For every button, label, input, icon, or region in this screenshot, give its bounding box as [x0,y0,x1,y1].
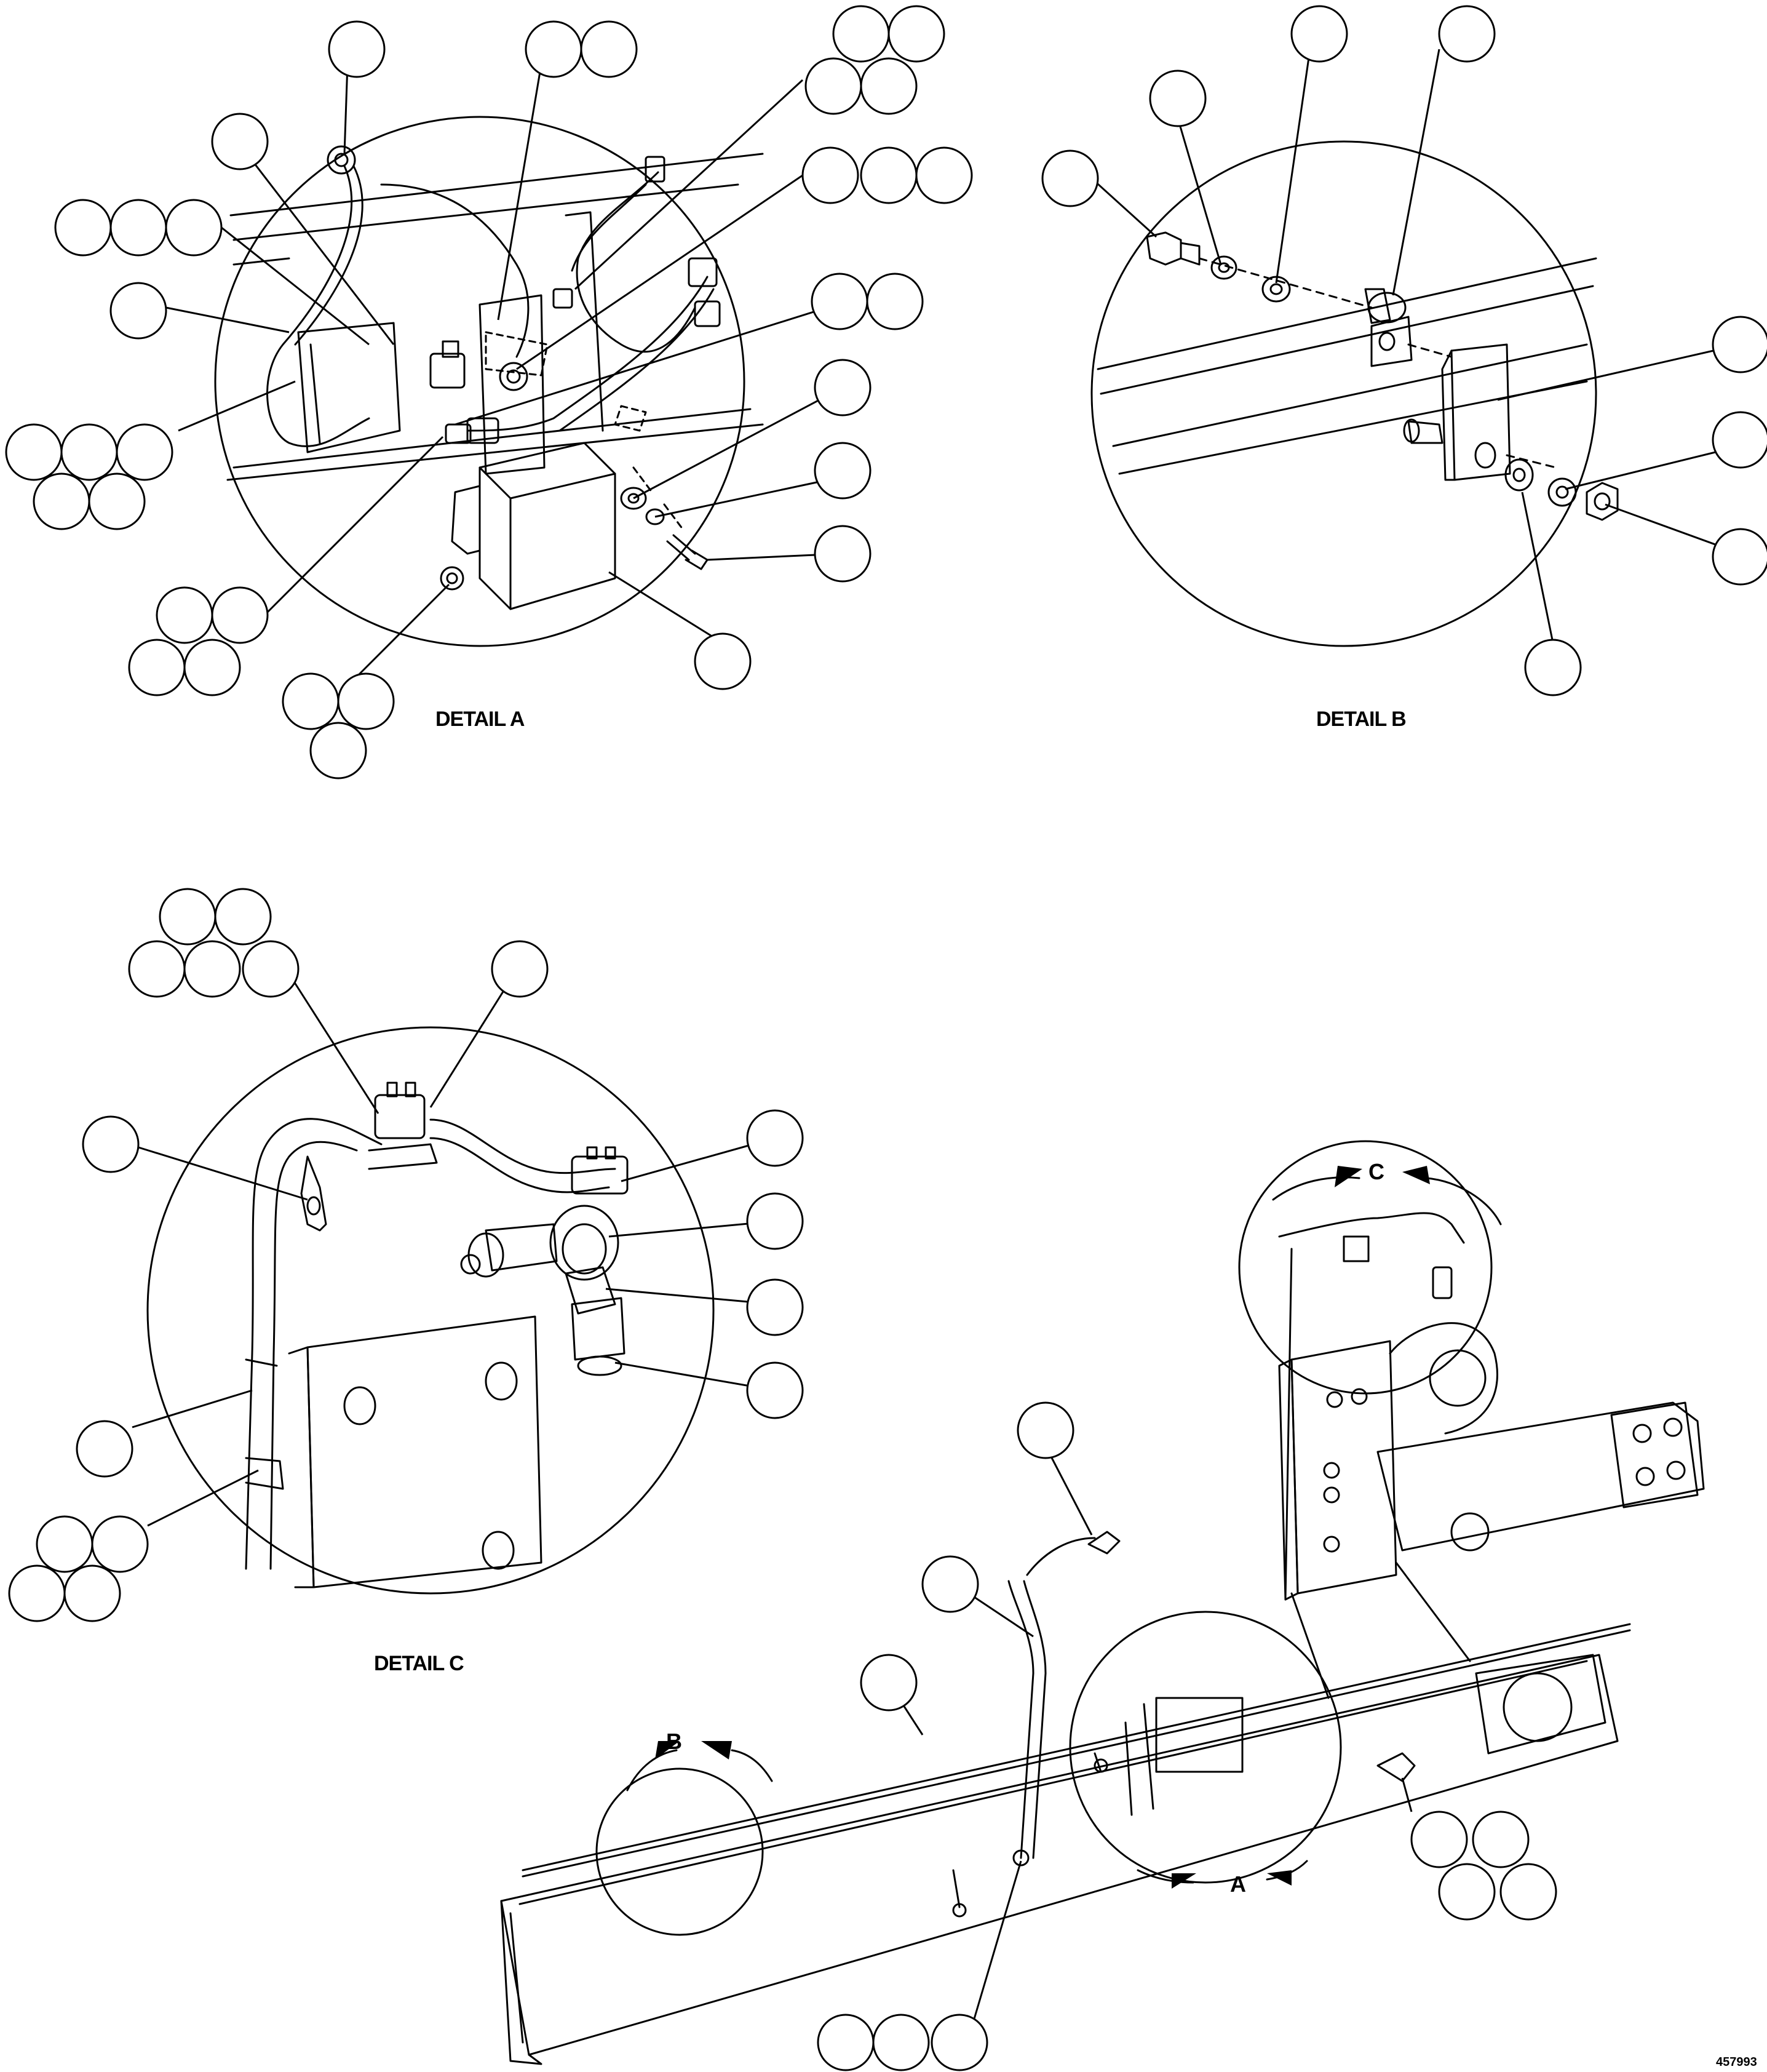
callout-bubble [1524,639,1582,696]
callout-bubble [76,1420,133,1478]
mounting-plate [297,322,401,453]
callout-bubble [8,1564,66,1622]
detail-a-callout-circle [1069,1611,1342,1884]
callout-bubble [159,888,216,946]
callout-bubble [60,423,118,481]
callout-bubble [282,672,340,730]
control-box [440,442,616,610]
callout-bubble [1149,70,1207,127]
callout-bubble [156,586,213,644]
callout-bubble [5,423,63,481]
callout-bubble [82,1115,140,1173]
detail-a-cable [266,165,370,447]
connector-a1 [429,353,466,389]
callout-bubble [211,113,269,170]
callout-bubble [746,1192,804,1250]
callout-bubble [88,472,146,530]
bracket-plate [1450,343,1511,481]
callout-bubble [63,1564,121,1622]
callout-bubble [832,5,890,63]
detail-c-hose [245,1118,383,1570]
callout-bubble [1499,1863,1557,1921]
callout-bubble [165,199,223,257]
callout-bubble [1017,1401,1074,1459]
detail-a-circle [214,116,745,647]
view-c-marker: C [1368,1159,1384,1184]
view-a-marker: A [1230,1871,1246,1897]
detail-a-label: DETAIL A [435,707,525,731]
callout-bubble [309,722,367,779]
callout-bubbles [5,5,1767,2071]
callout-bubble [814,525,872,583]
callout-bubble [1438,5,1496,63]
callout-bubble [91,1515,149,1573]
callout-bubble [116,423,173,481]
callout-bubble [746,1361,804,1419]
detail-c-view [146,1026,715,1595]
detail-c-label: DETAIL C [374,1652,464,1675]
callout-bubble [1041,149,1099,207]
detail-b-label: DETAIL B [1316,707,1406,731]
callout-bubble [36,1515,93,1573]
callout-bubble [814,442,872,500]
callout-bubble [931,2014,988,2071]
view-arrowheads [655,1166,1430,1889]
main-assembly-view [500,1140,1705,2065]
callout-bubble [887,5,945,63]
view-b-marker: B [666,1729,681,1754]
detail-a-view [214,116,764,647]
callout-bubble [491,940,549,998]
callout-bubble [1712,316,1767,373]
callout-bubble [860,57,918,115]
detail-b-callout-circle [595,1767,764,1936]
callout-bubble [109,199,167,257]
callout-bubble [33,472,90,530]
callout-bubble [1712,411,1767,469]
callout-bubble [183,940,241,998]
callout-bubble [860,146,918,204]
callout-bubble [128,940,186,998]
callout-bubble [801,146,859,204]
callout-bubble [866,273,924,330]
callout-bubble [580,20,638,78]
hex-nut [1586,482,1619,521]
callout-bubble [872,2014,930,2071]
callout-bubble [109,282,167,340]
callout-bubble [242,940,300,998]
callout-bubble [128,639,186,696]
callout-bubble [1290,5,1348,63]
callout-bubble [817,2014,875,2071]
detail-b-circle [1090,140,1597,647]
callout-bubble [1472,1811,1530,1868]
hex-bolt [1146,231,1182,266]
callout-bubble [525,20,582,78]
valve-body [549,1205,619,1281]
callout-bubble [746,1278,804,1336]
callout-bubble [1410,1811,1468,1868]
callout-bubble [1712,528,1767,586]
callout-bubble [1438,1863,1496,1921]
sensor-connector-c1 [374,1094,426,1139]
callout-bubble [915,146,973,204]
callout-bubble [337,672,395,730]
callout-bubble [328,20,386,78]
callout-bubble [746,1109,804,1167]
mounting-block [306,1315,542,1588]
detail-c-callout-circle [1238,1140,1493,1395]
callout-bubble [183,639,241,696]
callout-bubble [214,888,272,946]
callout-bubble [211,586,269,644]
detail-c-circle [146,1026,715,1595]
drawing-number: 457993 [1716,2055,1757,2069]
callout-bubble [694,632,752,690]
callout-bubble [860,1654,918,1711]
callout-bubble [811,273,868,330]
callout-bubble [921,1555,979,1613]
callout-bubble [54,199,112,257]
callout-bubble [814,359,872,416]
callout-bubble [804,57,862,115]
